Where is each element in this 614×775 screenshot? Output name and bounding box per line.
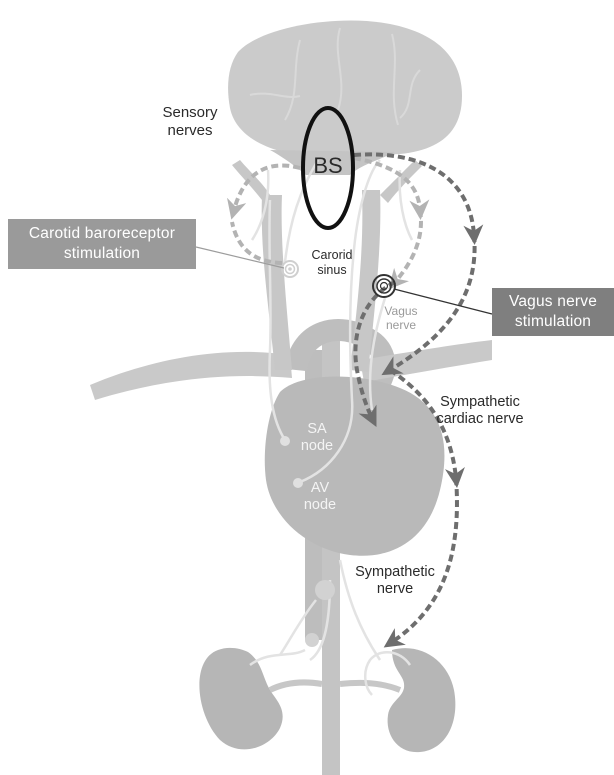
heart — [265, 376, 445, 555]
sa-node-dot — [280, 436, 290, 446]
av-node-label: AV node — [295, 480, 345, 515]
brainstem-label: BS — [303, 153, 353, 179]
carotid-stimulation-callout: Carotid baroreceptor stimulation — [8, 219, 196, 269]
sensory-nerves-label: Sensory nerves — [150, 104, 230, 140]
vagus-stimulator-icon — [373, 275, 395, 297]
brain — [228, 20, 462, 175]
vagus-stimulation-callout: Vagus nerve stimulation — [492, 288, 614, 336]
vagus-nerve-label: Vagus nerve — [372, 304, 430, 333]
sa-node-label: SA node — [292, 421, 342, 456]
carotid-sinus-label: Carorid sinus — [292, 248, 372, 278]
sympathetic-cardiac-label: Sympathetic cardiac nerve — [420, 394, 540, 429]
sympathetic-nerve-label: Sympathetic nerve — [340, 564, 450, 599]
